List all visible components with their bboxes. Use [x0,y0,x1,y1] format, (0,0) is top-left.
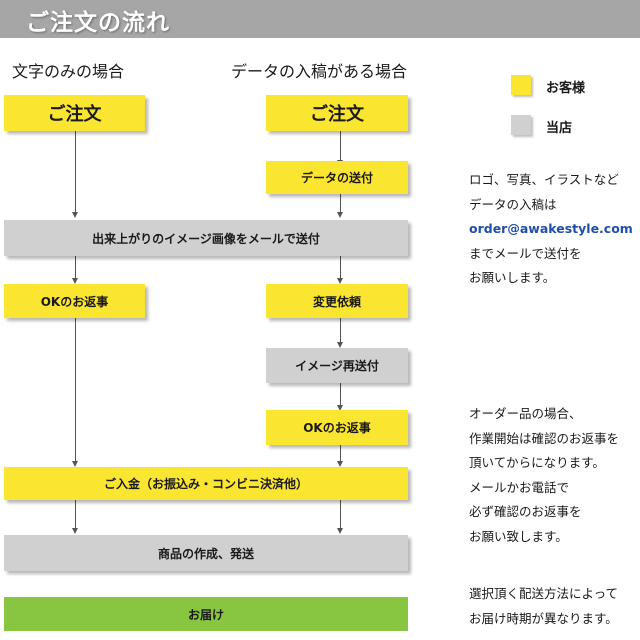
change-request-box: 変更依頼 [266,284,408,318]
note-line: お願いします。 [469,270,556,285]
connector-line [75,500,76,530]
note-line: メールかお電話で [469,479,570,495]
note-line: 頂いてからになります。 [469,455,605,470]
connector-line [340,445,341,463]
order-box-with-data: ご注文 [266,95,408,131]
connector-line [340,131,341,162]
note-order-made: オーダー品の場合、 作業開始は確認のお返事を 頂いてからになります。 メールかお… [469,402,619,549]
arrow-head [337,461,343,467]
connector-line [75,318,76,463]
arrow-head [337,528,343,534]
ok-reply-box-text-only: OKのお返事 [4,284,145,318]
connector-line [75,131,76,214]
payment-box: ご入金（お振込み・コンビニ決済他） [4,467,408,500]
arrow-head [337,405,343,411]
note-line: 作業開始は確認のお返事を [469,430,620,446]
column-label-with-data: データの入稿がある場合 [231,62,408,81]
connector-line [340,194,341,214]
arrow-head [72,528,78,534]
legend-label-customer: お客様 [546,81,586,96]
legend-swatch-shop [511,115,531,135]
note-line: データの入稿は [469,196,557,212]
connector-line [340,256,341,280]
arrow-head [337,342,343,348]
arrow-head [337,278,343,284]
column-label-text-only: 文字のみの場合 [12,62,125,81]
note-line: オーダー品の場合、 [469,406,582,421]
note-line: ロゴ、写真、イラストなど [469,172,619,187]
connector-line [75,256,76,280]
production-shipping-box: 商品の作成、発送 [4,535,408,571]
connector-line [340,318,341,344]
legend-label-shop: 当店 [546,121,573,136]
note-data-submission: ロゴ、写真、イラストなど データの入稿は order@awakestyle.co… [469,168,633,291]
connector-line [340,383,341,407]
data-submission-box: データの送付 [266,161,408,194]
page-title: ご注文の流れ [26,10,170,36]
note-shipping: 選択頂く配送方法によって お届け時期が異なります。 [469,582,618,631]
arrow-head [72,212,78,218]
delivery-box: お届け [4,597,408,631]
connector-line [340,500,341,530]
email-address: order@awakestyle.com [469,221,633,236]
note-line: 選択頂く配送方法によって [469,586,619,601]
image-resend-box: イメージ再送付 [266,348,408,383]
header-bar: ご注文の流れ [0,0,640,38]
ok-reply-box-with-data: OKのお返事 [266,410,408,445]
arrow-head [337,212,343,218]
note-line: までメールで送付を [469,245,582,261]
arrow-head [72,461,78,467]
note-line: 必ず確認のお返事を [469,504,582,519]
order-box-text-only: ご注文 [4,95,145,131]
note-line: お届け時期が異なります。 [469,610,618,626]
legend-swatch-customer [511,75,531,95]
note-line: お願い致します。 [469,528,568,544]
proof-image-email-box: 出来上がりのイメージ画像をメールで送付 [4,220,408,256]
arrow-head [72,278,78,284]
